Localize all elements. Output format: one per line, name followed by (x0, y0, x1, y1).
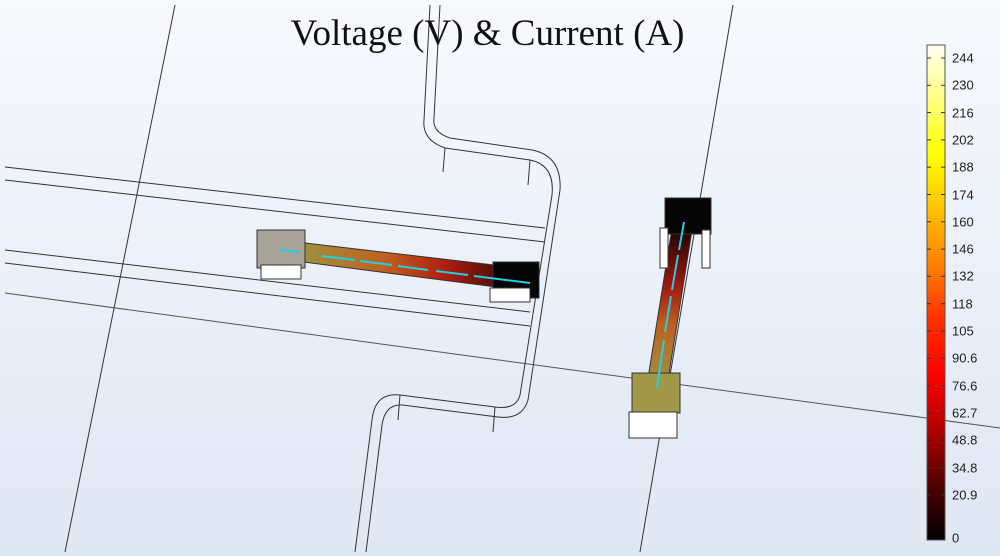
colorbar-tick-label: 244 (952, 50, 974, 66)
colorbar-tick-label: 34.8 (952, 460, 978, 475)
colorbar-tick-label: 48.8 (952, 432, 978, 448)
colorbar-tick-label: 230 (952, 77, 974, 93)
colorbar-tick-label: 202 (952, 132, 974, 148)
colorbar-tick-label: 132 (952, 268, 974, 284)
colorbar-tick-label: 105 (952, 323, 974, 339)
colorbar-tick-label: 76.6 (952, 378, 978, 394)
current-arrows-right (656, 221, 685, 389)
colorbar-tick-label: 118 (952, 296, 973, 312)
colorbar-tick-label: 188 (952, 159, 974, 175)
colorbar-tick-label: 174 (952, 187, 974, 202)
colorbar-tick-label: 160 (952, 214, 974, 230)
colorbar-tick-label: 146 (952, 241, 974, 257)
colorbar (926, 44, 946, 541)
colorbar-tick-label: 0 (952, 530, 960, 546)
colorbar-tick-label: 216 (952, 105, 974, 121)
colorbar-tick-label: 20.9 (952, 487, 978, 503)
left-conductor (256, 229, 540, 303)
geometry-lines (4, 4, 1000, 553)
current-arrows-left (279, 249, 531, 284)
colorbar-tick-label: 62.7 (952, 405, 978, 421)
colorbar-tick-label: 90.6 (952, 350, 978, 366)
plot-title: Voltage (V) & Current (A) (290, 13, 685, 54)
right-conductor (628, 197, 712, 439)
